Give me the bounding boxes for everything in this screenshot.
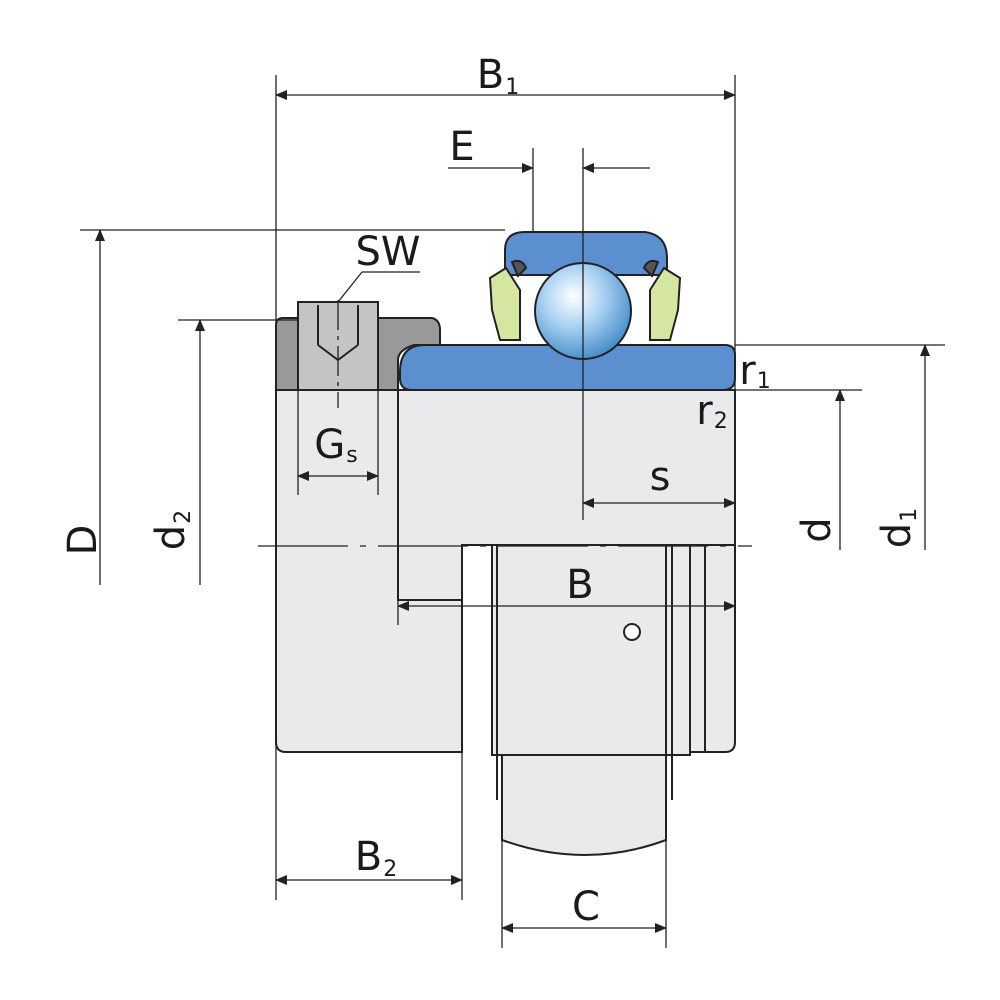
inner-ring-right-step: [689, 544, 736, 753]
label-d-bore: d: [794, 517, 840, 542]
outer-ring-lower: [491, 544, 691, 756]
label-r2: r2: [696, 388, 727, 434]
seal-lip-left: [510, 259, 528, 278]
label-b: B: [566, 562, 593, 608]
lube-hole: [623, 623, 641, 641]
label-sw: SW: [356, 229, 421, 275]
label-c: C: [572, 884, 600, 930]
label-r1: r1: [739, 348, 770, 394]
label-b2: B2: [355, 834, 397, 882]
label-d1: d1: [874, 508, 922, 548]
label-s: s: [650, 454, 671, 500]
seal-left: [488, 266, 521, 341]
label-d2: d2: [148, 510, 196, 550]
dim-sw-leader: [337, 271, 363, 303]
label-gs: Gs: [314, 422, 357, 468]
label-e: E: [449, 124, 474, 170]
label-d-outer: D: [60, 525, 106, 556]
label-b1: B1: [477, 52, 519, 100]
outer-ring-section: [504, 231, 668, 276]
outer-ring-bottom: [501, 754, 667, 856]
seal-right: [649, 266, 682, 341]
seal-lip-right: [642, 259, 660, 278]
